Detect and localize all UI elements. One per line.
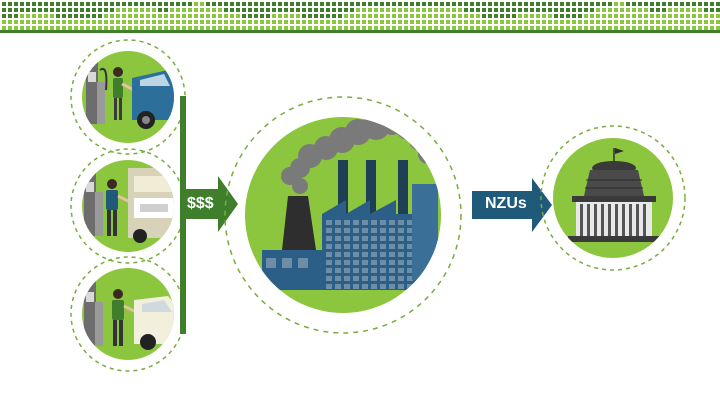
factory: [224, 96, 462, 334]
top-banner: [0, 0, 720, 33]
government: [540, 125, 686, 271]
banner-dots: [2, 2, 720, 30]
parliament-columns: [580, 204, 646, 236]
fuel-pump-woman-icon: [86, 62, 174, 129]
fuel-pump-man-car-icon: [84, 282, 174, 350]
collector-bar: [180, 96, 186, 334]
dashed-ring: [540, 125, 686, 271]
money-label: $$$: [187, 195, 214, 212]
units-arrow: [472, 178, 552, 232]
beehive-parliament-icon: [568, 148, 660, 242]
fuel-station-2: [70, 148, 186, 264]
units-label: NZUs: [485, 195, 527, 212]
dotted-map-pattern: [0, 0, 720, 30]
fuel-station-1: [70, 39, 186, 155]
fuel-station-3: [70, 256, 186, 372]
money-arrow: [186, 176, 238, 232]
dashed-ring: [224, 96, 462, 334]
